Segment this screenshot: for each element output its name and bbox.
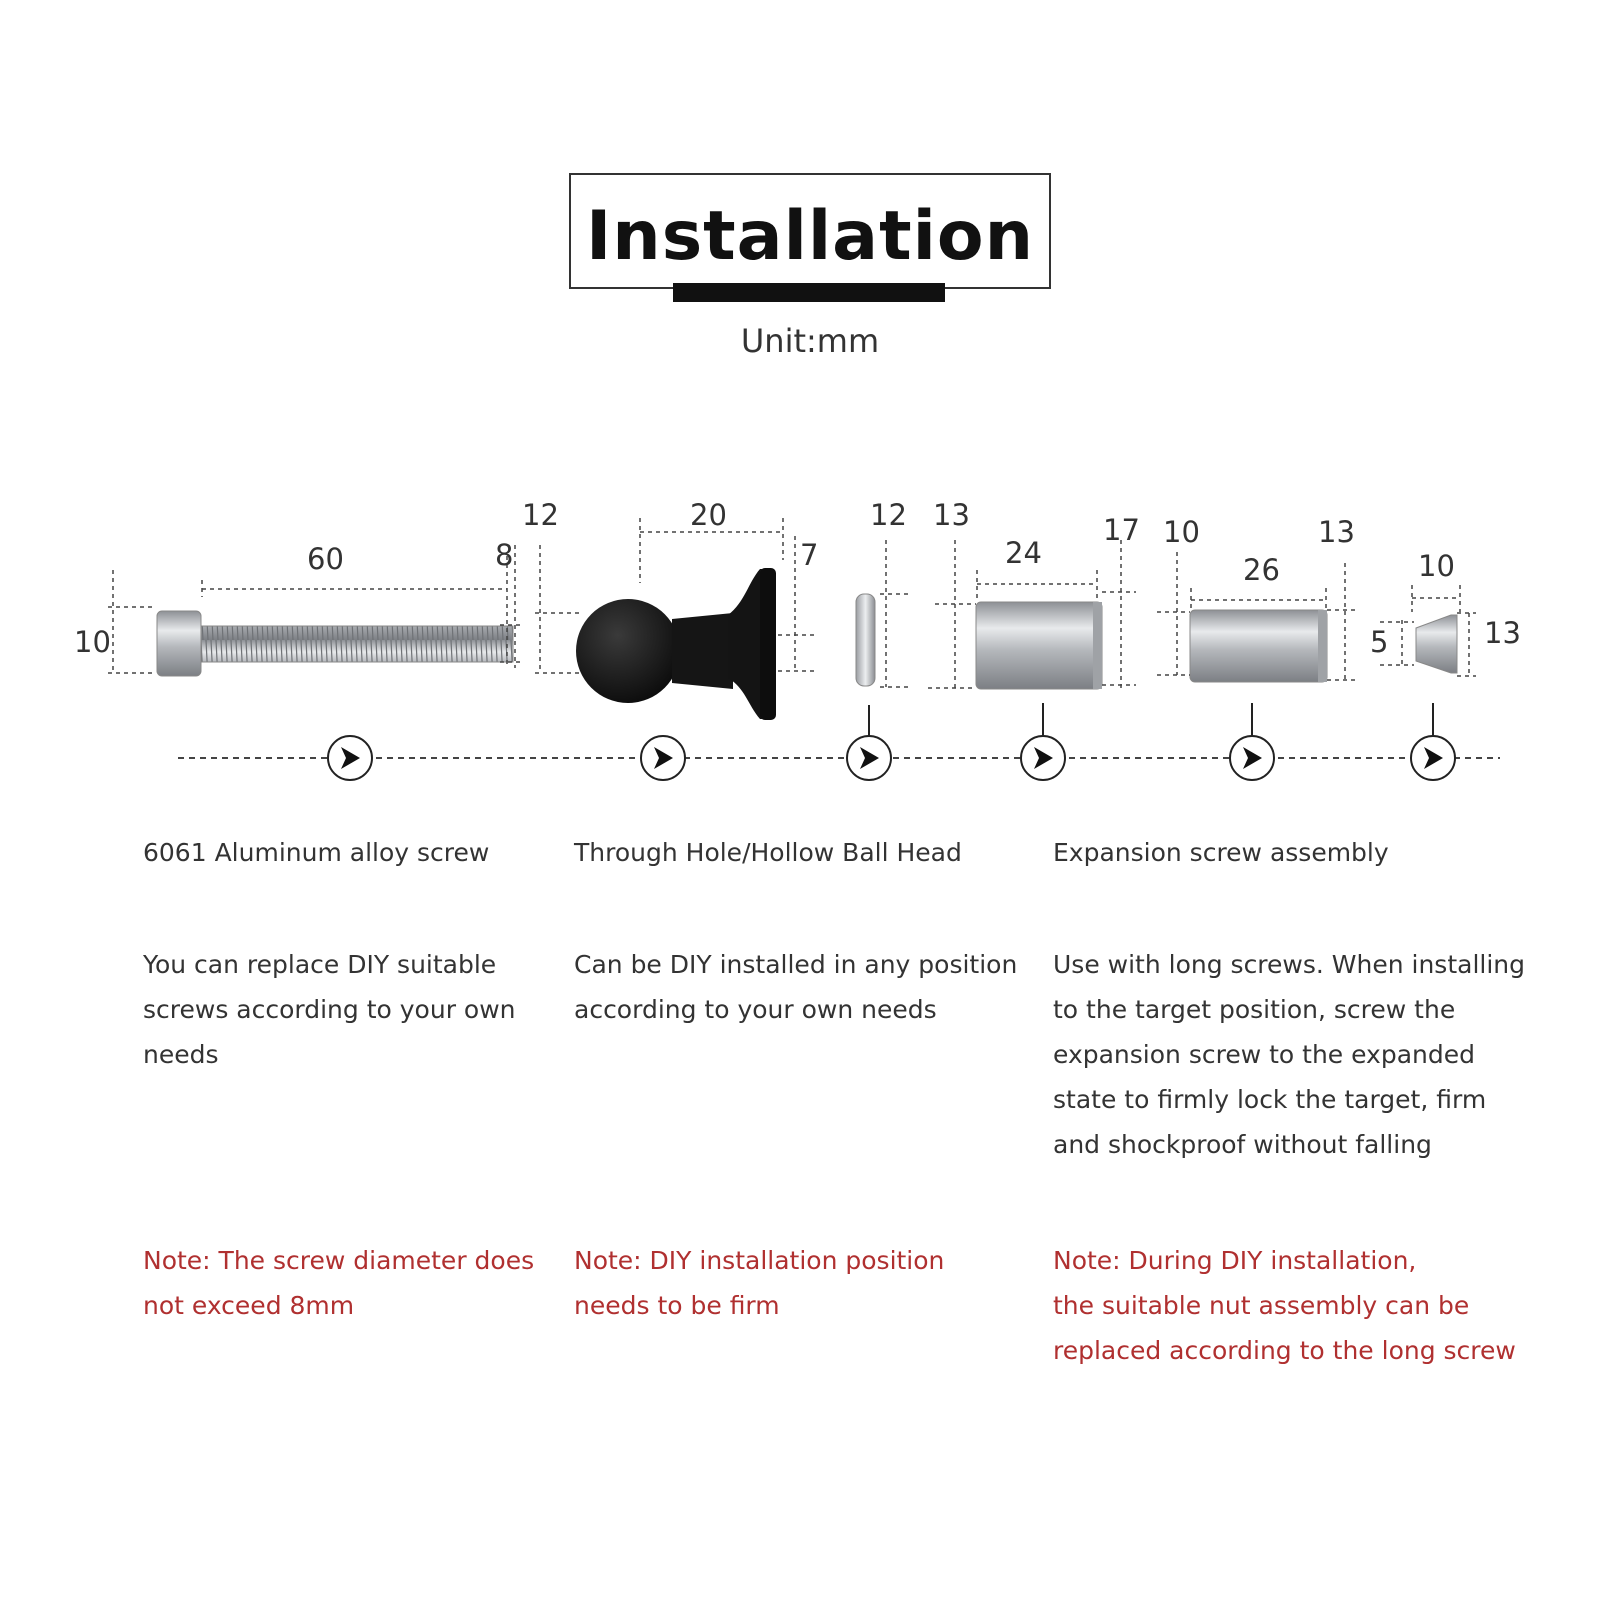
- note-ball-head: Note: DIY installation position needs to…: [574, 1238, 1014, 1328]
- note-line: Note: During DIY installation,: [1053, 1246, 1417, 1275]
- arrow-circle-1: [327, 735, 373, 781]
- dim-sleeve2-inner: 10: [1163, 515, 1200, 549]
- column-ball-head: Through Hole/Hollow Ball Head: [574, 830, 1034, 875]
- arrow-circle-3: [846, 705, 892, 781]
- column-heading: 6061 Aluminum alloy screw: [143, 838, 490, 867]
- arrow-circle-4: [1020, 703, 1066, 781]
- description-line: expansion screw to the expanded: [1053, 1040, 1476, 1069]
- screw-dimension-lines: [108, 545, 520, 674]
- arrow-circle-2: [640, 735, 686, 781]
- description-line: according to your own needs: [574, 995, 937, 1024]
- sleeve-1-dimension-lines: [928, 540, 1136, 689]
- description-line: to the target position, screw the: [1053, 995, 1456, 1024]
- dim-ball-width: 20: [690, 498, 727, 532]
- note-line: not exceed 8mm: [143, 1291, 355, 1320]
- note-line: needs to be firm: [574, 1291, 780, 1320]
- description-expansion: Use with long screws. When installing to…: [1053, 942, 1583, 1167]
- page-title: Installation: [585, 197, 1035, 276]
- ball-head-part: [576, 568, 776, 720]
- arrow-circle-6: [1410, 703, 1456, 781]
- column-heading: Through Hole/Hollow Ball Head: [574, 838, 962, 867]
- dim-screw-length: 60: [307, 542, 344, 576]
- washer-dimension-lines: [880, 540, 912, 688]
- column-expansion: Expansion screw assembly: [1053, 830, 1573, 875]
- dim-screw-diameter: 10: [74, 625, 111, 659]
- description-line: screws according to your own: [143, 995, 516, 1024]
- dim-nut-top: 10: [1418, 549, 1455, 583]
- sleeve-1-part: [975, 601, 1103, 690]
- description-line: Can be DIY installed in any position: [574, 950, 1018, 979]
- washer-part: [855, 593, 876, 687]
- dim-ball-height: 12: [522, 498, 559, 532]
- dim-sleeve1-inner: 13: [933, 498, 970, 532]
- note-line: Note: The screw diameter does: [143, 1246, 535, 1275]
- arrow-circle-5: [1229, 703, 1275, 781]
- screw-part: [156, 610, 514, 677]
- column-heading: Expansion screw assembly: [1053, 838, 1389, 867]
- dim-sleeve2-outer: 13: [1318, 515, 1355, 549]
- nut-dimension-lines: [1380, 585, 1476, 677]
- note-line: the suitable nut assembly can be: [1053, 1291, 1470, 1320]
- ball-dimension-lines: [535, 518, 815, 674]
- note-line: Note: DIY installation position: [574, 1246, 945, 1275]
- dim-sleeve1-length: 24: [1005, 536, 1042, 570]
- column-screw: 6061 Aluminum alloy screw: [143, 830, 563, 875]
- dim-screw-thread: 8: [495, 538, 513, 572]
- sleeve-2-part: [1189, 609, 1328, 683]
- unit-label: Unit:mm: [740, 322, 880, 360]
- dim-sleeve2-length: 26: [1243, 553, 1280, 587]
- description-line: needs: [143, 1040, 219, 1069]
- dim-washer-height: 12: [870, 498, 907, 532]
- description-line: and shockproof without falling: [1053, 1130, 1432, 1159]
- description-line: Use with long screws. When installing: [1053, 950, 1526, 979]
- dim-ball-base: 7: [800, 538, 818, 572]
- title-underline-bar: [673, 283, 945, 302]
- conical-nut-part: [1415, 614, 1458, 674]
- description-line: You can replace DIY suitable: [143, 950, 497, 979]
- description-screw: You can replace DIY suitable screws acco…: [143, 942, 563, 1077]
- dim-nut-large: 13: [1484, 616, 1521, 650]
- description-line: state to firmly lock the target, firm: [1053, 1085, 1487, 1114]
- sleeve-2-dimension-lines: [1157, 552, 1358, 681]
- note-screw: Note: The screw diameter does not exceed…: [143, 1238, 573, 1328]
- dim-sleeve1-outer: 17: [1103, 513, 1140, 547]
- description-ball-head: Can be DIY installed in any position acc…: [574, 942, 1044, 1032]
- note-expansion: Note: During DIY installation, the suita…: [1053, 1238, 1583, 1373]
- note-line: replaced according to the long screw: [1053, 1336, 1516, 1365]
- dim-nut-small: 5: [1370, 625, 1388, 659]
